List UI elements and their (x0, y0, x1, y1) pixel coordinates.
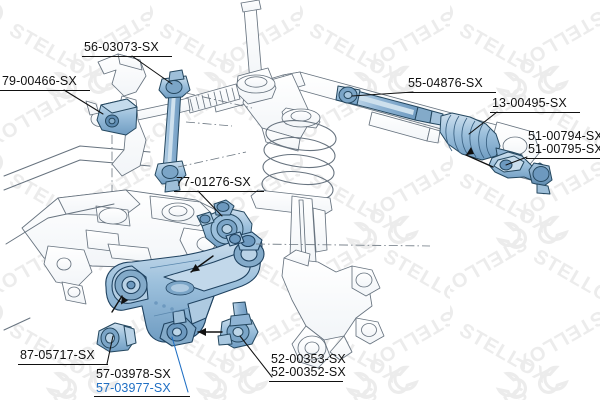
label-underline (94, 396, 190, 397)
label-underline (269, 381, 343, 382)
label-52-00353-sx[interactable]: 52-00353-SX (271, 352, 346, 366)
label-underline (18, 364, 108, 365)
label-underline (82, 56, 172, 57)
part-control-arm-front-bush (96, 322, 137, 353)
label-13-00495-sx[interactable]: 13-00495-SX (492, 96, 567, 110)
label-51-00794-sx[interactable]: 51-00794-SX (528, 129, 600, 143)
label-79-00466-sx[interactable]: 79-00466-SX (2, 74, 77, 88)
axis-lines (111, 92, 431, 247)
label-55-04876-sx[interactable]: 55-04876-SX (408, 76, 483, 90)
label-52-00352-sx[interactable]: 52-00352-SX (271, 365, 346, 379)
label-57-03978-sx[interactable]: 57-03978-SX (96, 367, 171, 381)
label-56-03073-sx[interactable]: 56-03073-SX (84, 40, 159, 54)
part-stabilizer-bar-bushing (96, 98, 138, 136)
part-ball-joint (217, 301, 259, 349)
label-underline (526, 158, 600, 159)
label-77-01276-sx[interactable]: 77-01276-SX (176, 175, 251, 189)
label-underline (406, 92, 496, 93)
label-51-00795-sx[interactable]: 51-00795-SX (528, 142, 600, 156)
label-underline (174, 191, 264, 192)
part-inner-tie-rod (335, 85, 444, 126)
label-57-03977-sx-selected[interactable]: 57-03977-SX (96, 381, 171, 395)
label-87-05717-sx[interactable]: 87-05717-SX (20, 348, 95, 362)
label-underline (490, 112, 580, 113)
leader-lines (63, 55, 528, 393)
label-underline (0, 90, 90, 91)
assembly-arrows (111, 147, 494, 336)
part-stabilizer-link (154, 69, 191, 193)
part-front-lower-control-arm (105, 231, 265, 347)
